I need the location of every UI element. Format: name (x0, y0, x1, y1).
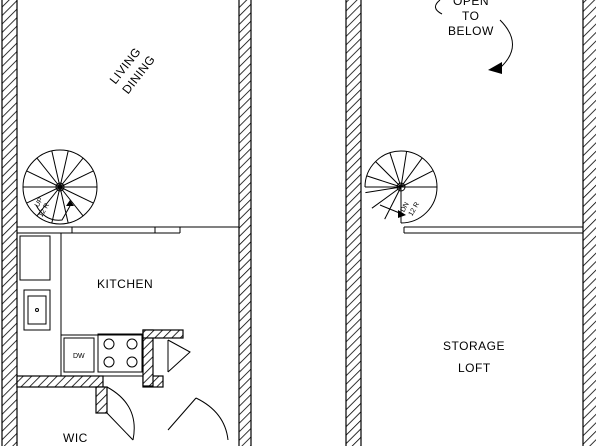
stair-tread (36, 186, 61, 217)
stair-tread (26, 186, 61, 204)
burner-3 (103, 356, 115, 368)
stair-tread (51, 150, 61, 188)
open-to-below-line2: TO (462, 9, 479, 23)
room-label-loft: LOFT (458, 361, 491, 375)
left-wall-east (238, 0, 252, 446)
room-label-storage: STORAGE (443, 339, 505, 353)
room-label-wic: WIC (63, 431, 88, 445)
stair-tread (365, 186, 402, 194)
wic-door[interactable] (106, 412, 134, 441)
open-to-below-arrow (435, 0, 513, 69)
pantry-door[interactable] (167, 339, 191, 373)
open-to-below-line1: OPEN (453, 0, 489, 8)
stair-tread (59, 186, 69, 224)
pantry-top-wall (142, 329, 184, 339)
stair-down-risers: 12 R (408, 201, 421, 217)
spiral-stair-up[interactable] (22, 149, 98, 225)
burner-2 (126, 338, 138, 350)
stair-tread (400, 157, 423, 188)
stair-tread (26, 170, 61, 188)
open-to-below-line3: BELOW (448, 24, 494, 38)
loft-plan: DN 12 R OPEN TO BELOW STORAGE LOFT (345, 0, 596, 446)
stair-tread (59, 150, 69, 188)
stair-tread (389, 152, 402, 188)
range[interactable] (97, 333, 143, 373)
stair-tread (400, 170, 434, 188)
refrigerator (19, 235, 51, 281)
dishwasher[interactable] (63, 337, 95, 373)
stair-tread (400, 151, 408, 188)
room-label-kitchen: KITCHEN (97, 277, 153, 291)
stair-tread (51, 186, 61, 224)
burner-1 (103, 338, 115, 350)
dishwasher-label: DW (73, 353, 85, 360)
right-wall-west (345, 0, 362, 446)
stair-tread (36, 157, 61, 188)
stair-tread (371, 186, 402, 209)
counter-south (60, 334, 144, 377)
stair-tread (366, 175, 402, 188)
stair-down-label: DN (400, 201, 411, 213)
stair-tread (375, 161, 402, 188)
stair-tread (59, 170, 94, 188)
burner-4 (126, 356, 138, 368)
stair-tread (384, 186, 402, 220)
spiral-stair-down[interactable] (364, 150, 438, 224)
left-wall-west (1, 0, 18, 446)
closet-door[interactable] (167, 397, 197, 431)
first-floor-plan: DW UP 12 R LIVING DINING KITCHEN (1, 0, 252, 446)
wic-wall-stub (95, 386, 108, 414)
stair-tread (59, 186, 84, 217)
counter-west (16, 232, 62, 377)
right-wall-east (582, 0, 596, 446)
stair-up-label: UP (34, 196, 45, 208)
kitchen-wic-wall (16, 375, 104, 388)
sink[interactable] (23, 289, 51, 331)
stair-tread (59, 157, 84, 188)
stair-tread (59, 186, 94, 204)
